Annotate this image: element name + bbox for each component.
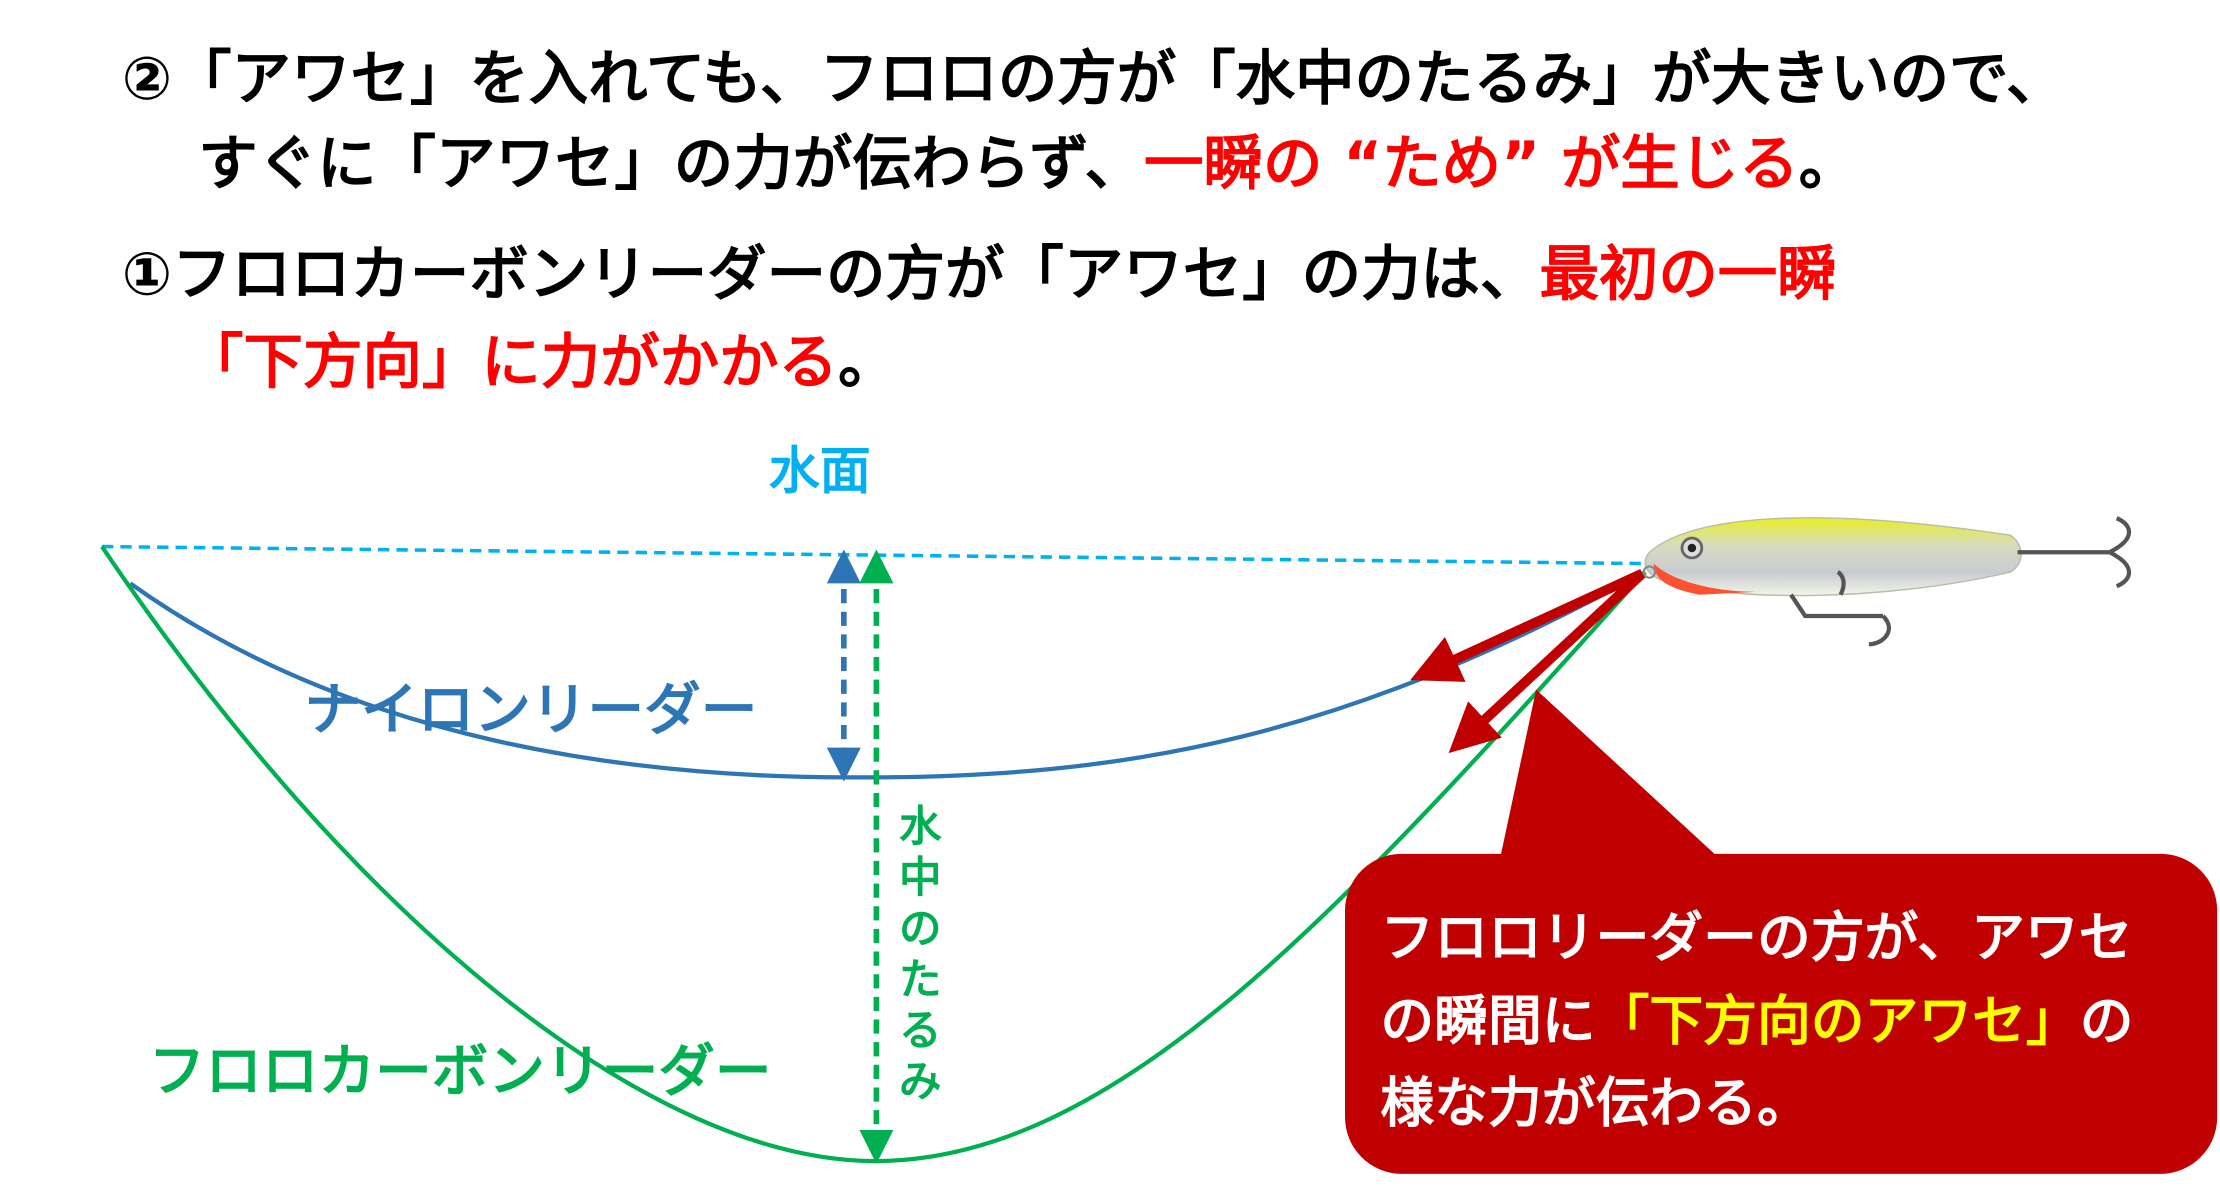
force-arrow-fluoro [1448,569,1646,754]
heading-line-3: ①フロロカーボンリーダーの方が「アワセ」の力は、最初の一瞬 [122,241,1837,310]
callout-line-3: 様な力が伝わる。 [1380,1071,1810,1134]
water-surface-line [101,544,1643,566]
callout-line-2: の瞬間に「下方向のアワセ」の [1380,989,2133,1052]
svg-text:た: た [899,956,941,1005]
svg-text:る: る [899,1007,941,1056]
svg-text:の: の [899,905,941,954]
svg-text:中: 中 [899,854,941,903]
svg-text:水: 水 [899,803,942,852]
svg-text:み: み [899,1058,941,1107]
heading-line-1: ②「アワセ」を入れても、フロロの方が「水中のたるみ」が大きいので、 [122,45,2066,114]
heading-line-4: 「下方向」に力がかかる。 [184,328,897,397]
nylon-leader-label: ナイロンリーダー [304,677,757,743]
force-arrow-nylon [1410,568,1645,682]
fluoro-leader-label: フロロカーボンリーダー [149,1038,772,1104]
callout-bubble: フロロリーダーの方が、アワセ の瞬間に「下方向のアワセ」の 様な力が伝わる。 [1345,689,2218,1174]
surface-label: 水面 [769,443,871,502]
slack-label-vertical: 水 中 の た る み [899,803,942,1107]
lure-image [1642,516,2132,647]
callout-line-1: フロロリーダーの方が、アワセ [1380,906,2132,969]
heading-line-2: すぐに「アワセ」の力が伝わらず、一瞬の “ため” が生じる。 [198,130,1858,199]
nylon-leader-curve [129,570,1647,780]
